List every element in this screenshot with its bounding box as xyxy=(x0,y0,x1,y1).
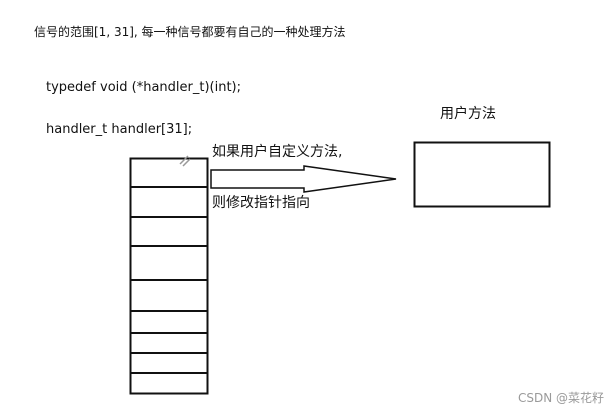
typedef-code-line: typedef void (*handler_t)(int); xyxy=(46,80,242,95)
pencil-mark-icon xyxy=(179,155,191,167)
heading-text: 信号的范围[1, 31], 每一种信号都要有自己的一种处理方法 xyxy=(34,25,346,39)
annotation-line-1: 如果用户自定义方法, xyxy=(212,144,343,160)
watermark: CSDN @菜花籽 xyxy=(517,391,604,405)
user-method-label: 用户方法 xyxy=(440,106,496,122)
array-outer-box xyxy=(129,157,209,395)
handler-array xyxy=(129,157,209,395)
array-declaration-line: handler_t handler[31]; xyxy=(46,122,193,137)
pointer-arrow xyxy=(210,165,397,193)
user-method-box xyxy=(413,141,551,208)
annotation-line-2: 则修改指针指向 xyxy=(212,195,310,211)
